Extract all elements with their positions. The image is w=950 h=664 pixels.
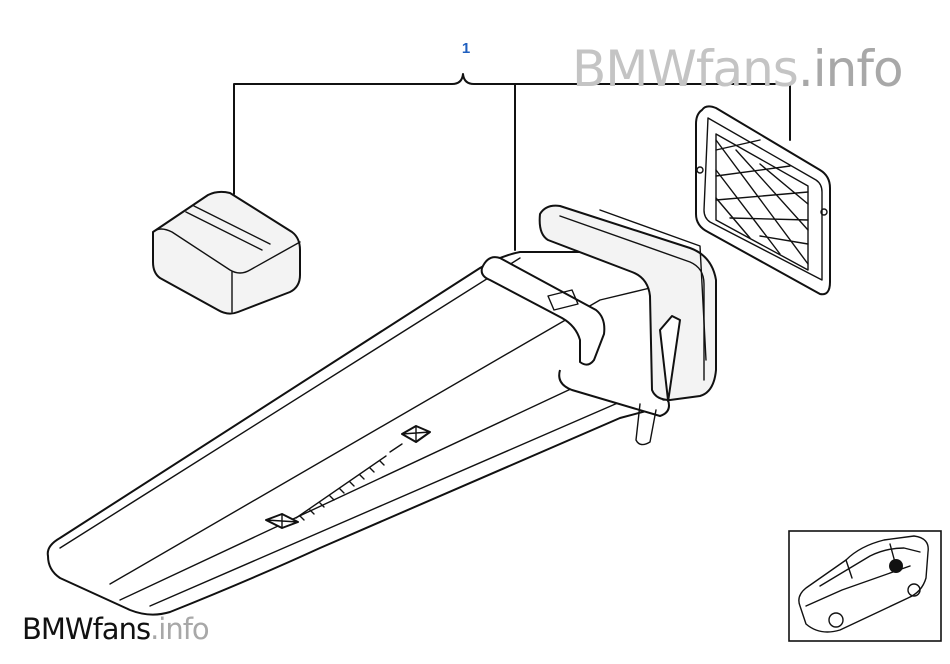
- callout-leader-lines: [233, 73, 791, 251]
- watermark-top: BMWfans.info: [572, 40, 904, 98]
- watermark-bottom: BMWfans.info: [22, 612, 210, 646]
- watermark-bottom-brand: BMWfans: [22, 612, 151, 646]
- watermark-top-brand: BMWfans: [572, 40, 799, 98]
- storage-bag: [152, 190, 301, 315]
- watermark-top-suffix: .info: [797, 40, 904, 98]
- mesh-grille: [695, 105, 831, 296]
- vehicle-location-inset: [788, 530, 942, 642]
- location-marker-dot: [889, 559, 903, 573]
- watermark-bottom-suffix: .info: [150, 612, 210, 646]
- callout-number: 1: [461, 40, 471, 57]
- ski-bag: [46, 204, 717, 616]
